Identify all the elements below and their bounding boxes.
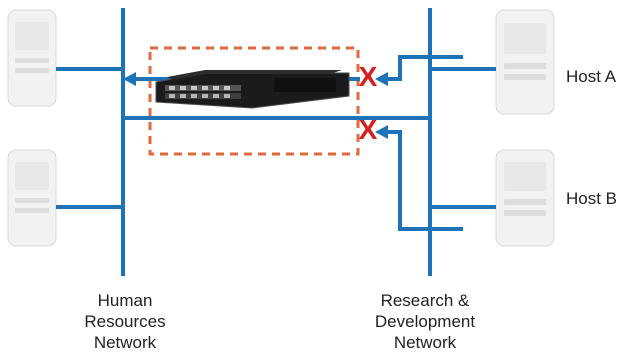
host-b-server: [495, 149, 555, 247]
network-switch-side-panel: [274, 78, 336, 92]
network-switch-top: [167, 70, 342, 80]
network-switch-port-9: [191, 94, 197, 98]
switch-to-hr-arrowhead: [123, 72, 136, 86]
network-switch-port-3: [191, 86, 197, 90]
blocked-marker-a: X: [359, 61, 378, 92]
left-server-bottom-vent-2: [15, 208, 49, 213]
left-server-top-vent: [15, 58, 49, 63]
host-a-server-vent: [504, 63, 546, 69]
host-b-label: Host B: [566, 189, 618, 208]
network-switch-port-11: [213, 94, 219, 98]
host-a-blocked-arrowhead: [375, 72, 388, 86]
blocked-marker-b: X: [359, 114, 378, 145]
host-b-server-panel: [504, 162, 546, 191]
network-switch-port-12: [224, 94, 230, 98]
research-development-network-label: Research & Development Network: [374, 291, 476, 352]
host-b-blocked-path: [381, 130, 463, 231]
left-server-bottom: [7, 149, 57, 247]
left-server-top-vent-2: [15, 68, 49, 73]
network-switch-port-4: [202, 86, 208, 90]
left-server-top-panel: [15, 22, 49, 50]
left-server-bottom-panel: [15, 162, 49, 190]
network-switch-port-1: [169, 86, 175, 90]
host-b-server-vent-2: [504, 210, 546, 216]
left-server-bottom-vent: [15, 198, 49, 203]
host-a-label: Host A: [566, 67, 617, 86]
host-a-server-vent-2: [504, 74, 546, 80]
host-a-server: [495, 9, 555, 115]
host-b-server-vent: [504, 199, 546, 205]
human-resources-network-label: Human Resources Network: [84, 291, 166, 352]
left-server-top: [7, 9, 57, 107]
network-switch-port-10: [202, 94, 208, 98]
host-b-blocked-arrowhead: [375, 125, 388, 139]
network-switch-port-2: [180, 86, 186, 90]
network-switch-port-8: [180, 94, 186, 98]
network-switch: [155, 70, 350, 109]
isolation-zone-box: [148, 46, 360, 156]
host-a-blocked-path: [381, 55, 463, 81]
network-switch-port-7: [169, 94, 175, 98]
host-a-server-panel: [504, 23, 546, 54]
network-switch-port-5: [213, 86, 219, 90]
network-switch-port-6: [224, 86, 230, 90]
